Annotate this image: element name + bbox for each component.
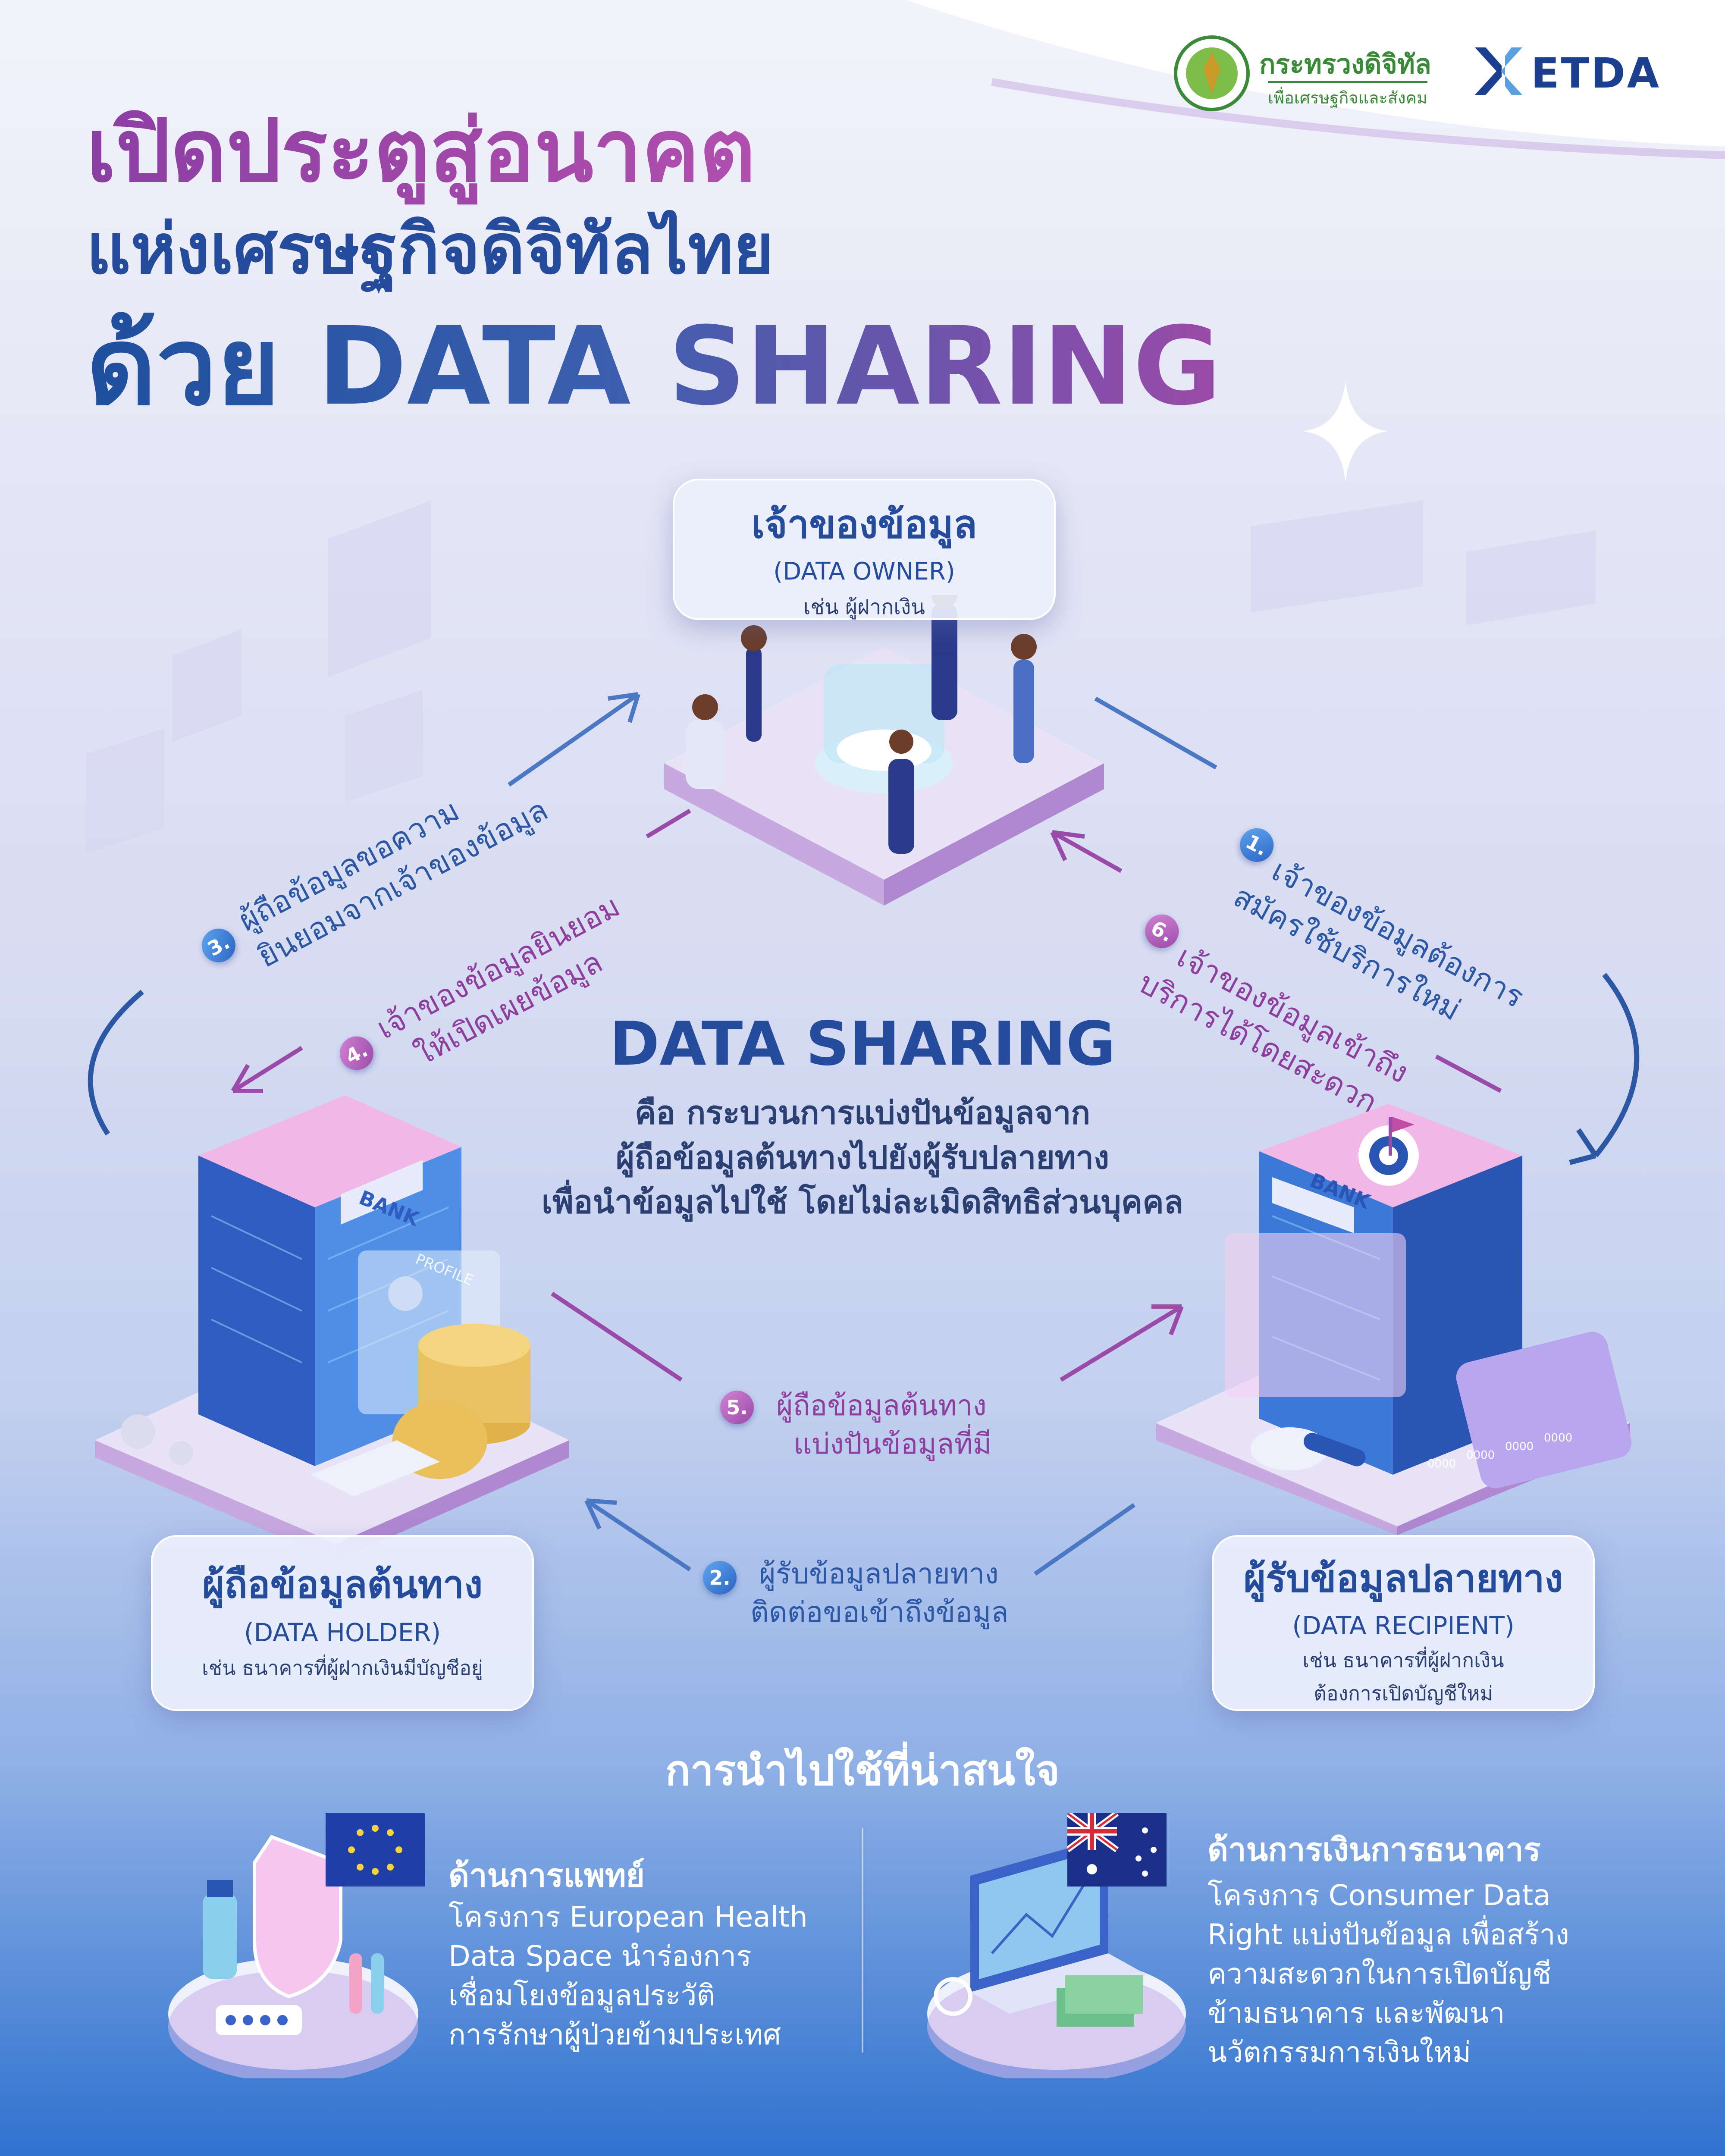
step-5: ผู้ถือข้อมูลต้นทาง แบ่งปันข้อมูลที่มี (776, 1386, 991, 1463)
medical-body: โครงการ European Health Data Space นำร่อ… (448, 1897, 808, 2054)
center-desc-line-2: ผู้ถือข้อมูลต้นทางไปยังผู้รับปลายทาง (615, 1139, 1110, 1176)
medical-line-3: เชื่อมโยงข้อมูลประวัติ (448, 1979, 715, 2012)
step-2-arrow (584, 1498, 1135, 1576)
center-desc-line-3: เพื่อนำข้อมูลไปใช้ โดยไม่ละเมิดสิทธิส่วน… (541, 1184, 1184, 1221)
center-description: คือ กระบวนการแบ่งปันข้อมูลจาก ผู้ถือข้อม… (0, 1091, 1725, 1225)
step-2: ผู้รับข้อมูลปลายทาง ติดต่อขอเข้าถึงข้อมู… (750, 1554, 1009, 1631)
header-swoosh (906, 0, 1725, 159)
finance-line-2: Right แบ่งปันข้อมูล เพื่อสร้าง (1208, 1918, 1569, 1952)
uses-divider (862, 1828, 863, 2053)
etda-wordmark: ETDA (1531, 49, 1661, 97)
card-number-group-2: 0000 (1466, 1449, 1495, 1462)
data-holder-example: เช่น ธนาคารที่ผู้ฝากเงินมีบัญชีอยู่ (202, 1656, 483, 1680)
step-2-number: 2. (703, 1561, 737, 1595)
title-line-1: เปิดประตูสู่อนาคต (86, 82, 756, 219)
australia-flag-icon (1067, 1813, 1167, 1887)
data-holder-bank-illustration (95, 1095, 569, 1561)
eu-flag-icon (326, 1813, 425, 1887)
step-5-line-1: ผู้ถือข้อมูลต้นทาง (776, 1389, 987, 1422)
uses-title: การนำไปใช้ที่น่าสนใจ (665, 1746, 1060, 1795)
data-owner-title: เจ้าของข้อมูล (751, 502, 977, 547)
data-recipient-title: ผู้รับข้อมูลปลายทาง (1243, 1556, 1563, 1601)
step-2-line-2: ติดต่อขอเข้าถึงข้อมูล (750, 1595, 1009, 1629)
card-number-group-3: 0000 (1505, 1440, 1534, 1453)
sparkle-icon (1302, 379, 1389, 483)
data-recipient-example-1: เช่น ธนาคารที่ผู้ฝากเงิน (1302, 1648, 1504, 1672)
finance-body: โครงการ Consumer Data Right แบ่งปันข้อมู… (1208, 1876, 1569, 2072)
data-recipient-example-2: ต้องการเปิดบัญชีใหม่ (1314, 1682, 1493, 1705)
card-number-group-1: 0000 (1427, 1457, 1456, 1470)
data-owner-illustration (664, 595, 1104, 906)
finance-line-4: ข้ามธนาคาร และพัฒนา (1208, 1996, 1505, 2030)
data-recipient-bank-illustration (1156, 1104, 1632, 1535)
title-line-3: ด้วย DATA SHARING (86, 280, 1221, 451)
ministry-name: กระทรวงดิจิทัล (1259, 48, 1431, 80)
card-number-group-4: 0000 (1544, 1432, 1573, 1445)
etda-logo: ETDA (1471, 43, 1678, 103)
medical-heading: ด้านการแพทย์ (448, 1857, 645, 1894)
etda-x-icon (1475, 47, 1522, 95)
medical-line-1: โครงการ European Health (448, 1900, 808, 1934)
background-decor (86, 500, 1596, 854)
finance-line-3: ความสะดวกในการเปิดบัญชี (1208, 1957, 1552, 1991)
step-2-line-1: ผู้รับข้อมูลปลายทาง (759, 1557, 999, 1590)
data-recipient-box: ผู้รับข้อมูลปลายทาง (DATA RECIPIENT) เช่… (1212, 1535, 1595, 1711)
garuda-emblem-icon (1174, 35, 1250, 111)
data-holder-en: (DATA HOLDER) (244, 1618, 441, 1647)
finance-line-1: โครงการ Consumer Data (1208, 1879, 1551, 1912)
data-holder-title: ผู้ถือข้อมูลต้นทาง (202, 1562, 483, 1607)
data-recipient-en: (DATA RECIPIENT) (1292, 1611, 1515, 1640)
finance-heading: ด้านการเงินการธนาคาร (1208, 1831, 1541, 1868)
medical-illustration (168, 1835, 418, 2078)
medical-line-4: การรักษาผู้ป่วยข้ามประเทศ (448, 2018, 781, 2052)
step-5-line-2: แบ่งปันข้อมูลที่มี (794, 1427, 992, 1461)
title-line-2: แห่งเศรษฐกิจดิจิทัลไทย (86, 209, 774, 289)
finance-line-5: นวัตกรรมการเงินใหม่ (1208, 2036, 1471, 2069)
data-owner-box: เจ้าของข้อมูล (DATA OWNER) เช่น ผู้ฝากเง… (673, 479, 1056, 620)
cycle-arrows (88, 692, 1640, 1382)
medical-line-2: Data Space นำร่องการ (448, 1940, 752, 1973)
ministry-logo: กระทรวงดิจิทัล เพื่อเศรษฐกิจและสังคม (1173, 34, 1449, 112)
ministry-sub: เพื่อเศรษฐกิจและสังคม (1268, 81, 1428, 111)
data-holder-box: ผู้ถือข้อมูลต้นทาง (DATA HOLDER) เช่น ธน… (151, 1535, 534, 1711)
data-owner-example: เช่น ผู้ฝากเงิน (803, 595, 925, 619)
step-5-number: 5. (720, 1391, 754, 1424)
center-desc-line-1: คือ กระบวนการแบ่งปันข้อมูลจาก (634, 1094, 1091, 1131)
data-owner-en: (DATA OWNER) (773, 558, 955, 586)
center-title: DATA SHARING (609, 1009, 1116, 1079)
